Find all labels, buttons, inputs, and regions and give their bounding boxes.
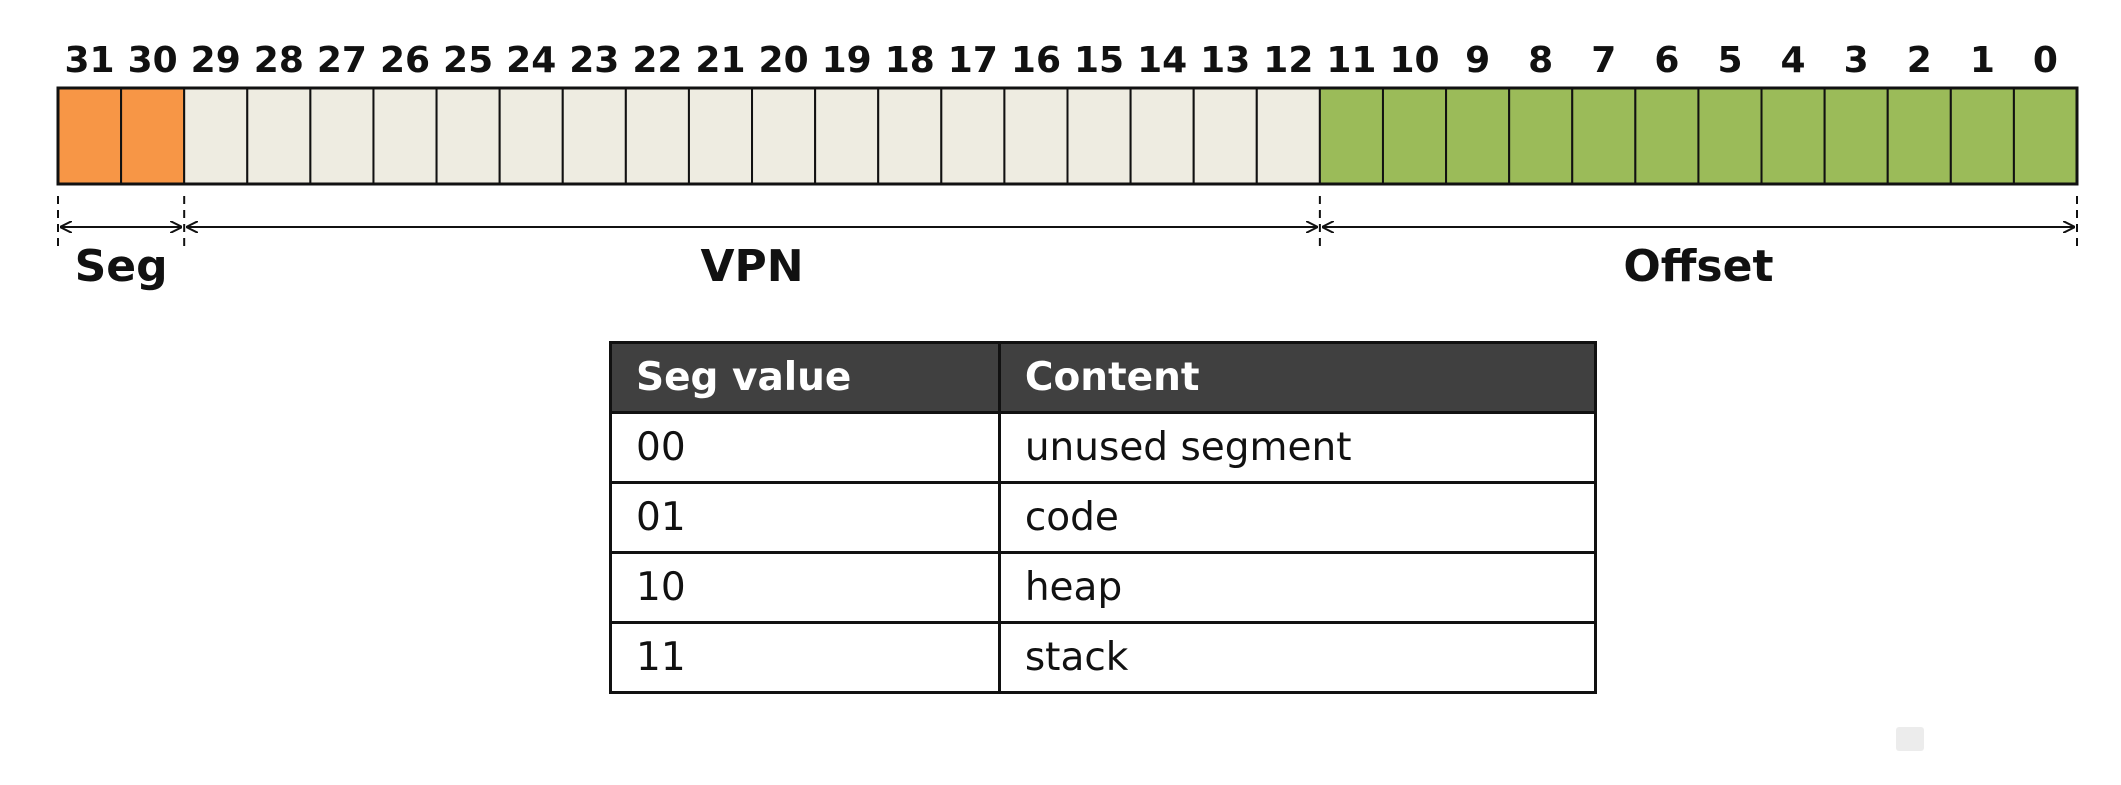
bit-label-29: 29 <box>191 40 241 81</box>
bit-cell-17 <box>940 87 1006 185</box>
region-label-vpn: VPN <box>700 241 803 292</box>
table-row: 11 stack <box>609 621 1598 694</box>
bit-label-28: 28 <box>254 40 304 81</box>
region-label-offset: Offset <box>1623 241 1773 292</box>
bit-cell-11 <box>1318 87 1384 185</box>
bit-cell-13 <box>1192 87 1258 185</box>
bit-cell-14 <box>1129 87 1195 185</box>
bit-label-2: 2 <box>1907 40 1932 81</box>
content-cell: code <box>997 481 1598 554</box>
bit-cell-7 <box>1571 87 1637 185</box>
bit-cell-3 <box>1823 87 1889 185</box>
bit-cell-24 <box>498 87 564 185</box>
bit-cell-28 <box>246 87 312 185</box>
bit-cell-26 <box>372 87 438 185</box>
bit-label-14: 14 <box>1137 40 1187 81</box>
bit-label-18: 18 <box>885 40 935 81</box>
content-cell: stack <box>997 621 1598 694</box>
table-row: 01 code <box>609 481 1598 554</box>
bit-cell-16 <box>1003 87 1069 185</box>
bit-label-20: 20 <box>759 40 809 81</box>
bit-cell-5 <box>1697 87 1763 185</box>
bit-cell-8 <box>1508 87 1574 185</box>
table-row: 00 unused segment <box>609 411 1598 484</box>
seg-value-table: Seg value Content 00 unused segment 01 c… <box>609 341 1598 694</box>
bit-label-24: 24 <box>506 40 556 81</box>
bit-cell-25 <box>435 87 501 185</box>
bit-label-11: 11 <box>1326 40 1376 81</box>
bit-label-5: 5 <box>1717 40 1742 81</box>
header-content: Content <box>997 341 1598 414</box>
region-label-seg: Seg <box>75 241 168 292</box>
bit-cell-9 <box>1445 87 1511 185</box>
bit-label-15: 15 <box>1074 40 1124 81</box>
bit-label-0: 0 <box>2033 40 2058 81</box>
bit-label-19: 19 <box>822 40 872 81</box>
bit-label-17: 17 <box>948 40 998 81</box>
bit-cell-15 <box>1066 87 1132 185</box>
bit-label-12: 12 <box>1263 40 1313 81</box>
bit-cell-30 <box>120 87 186 185</box>
bit-cell-29 <box>183 87 249 185</box>
bit-cell-23 <box>561 87 627 185</box>
content-cell: heap <box>997 551 1598 624</box>
bit-cell-22 <box>624 87 690 185</box>
bit-label-3: 3 <box>1844 40 1869 81</box>
bit-cell-1 <box>1949 87 2015 185</box>
content-cell: unused segment <box>997 411 1598 484</box>
bit-label-16: 16 <box>1011 40 1061 81</box>
bit-cell-18 <box>877 87 943 185</box>
bit-label-25: 25 <box>443 40 493 81</box>
bit-cell-12 <box>1255 87 1321 185</box>
bit-label-9: 9 <box>1465 40 1490 81</box>
bit-label-27: 27 <box>317 40 367 81</box>
bit-label-13: 13 <box>1200 40 1250 81</box>
header-seg-value: Seg value <box>609 341 1001 414</box>
bit-label-6: 6 <box>1654 40 1679 81</box>
watermark-mark <box>1896 727 1924 751</box>
bit-cell-19 <box>814 87 880 185</box>
bit-cell-6 <box>1634 87 1700 185</box>
bit-row-border <box>56 86 2079 186</box>
bit-cell-20 <box>751 87 817 185</box>
bit-label-4: 4 <box>1781 40 1806 81</box>
bit-cell-21 <box>687 87 754 185</box>
bit-label-10: 10 <box>1389 40 1439 81</box>
table-header-row: Seg value Content <box>609 341 1598 414</box>
bit-label-7: 7 <box>1591 40 1616 81</box>
bit-label-31: 31 <box>64 40 114 81</box>
seg-value-cell: 01 <box>609 481 1001 554</box>
bit-label-30: 30 <box>128 40 178 81</box>
bit-cell-4 <box>1760 87 1826 185</box>
bit-label-26: 26 <box>380 40 430 81</box>
bit-cell-10 <box>1381 87 1448 185</box>
bit-label-21: 21 <box>695 40 745 81</box>
seg-value-cell: 11 <box>609 621 1001 694</box>
seg-value-cell: 10 <box>609 551 1001 624</box>
bit-cell-27 <box>309 87 375 185</box>
bit-cell-2 <box>1886 87 1952 185</box>
bit-cell-31 <box>57 87 123 185</box>
table-row: 10 heap <box>609 551 1598 624</box>
bit-label-22: 22 <box>632 40 682 81</box>
bit-label-23: 23 <box>569 40 619 81</box>
seg-value-cell: 00 <box>609 411 1001 484</box>
bit-cell-0 <box>2012 87 2078 185</box>
bit-label-1: 1 <box>1970 40 1995 81</box>
bit-label-8: 8 <box>1528 40 1553 81</box>
